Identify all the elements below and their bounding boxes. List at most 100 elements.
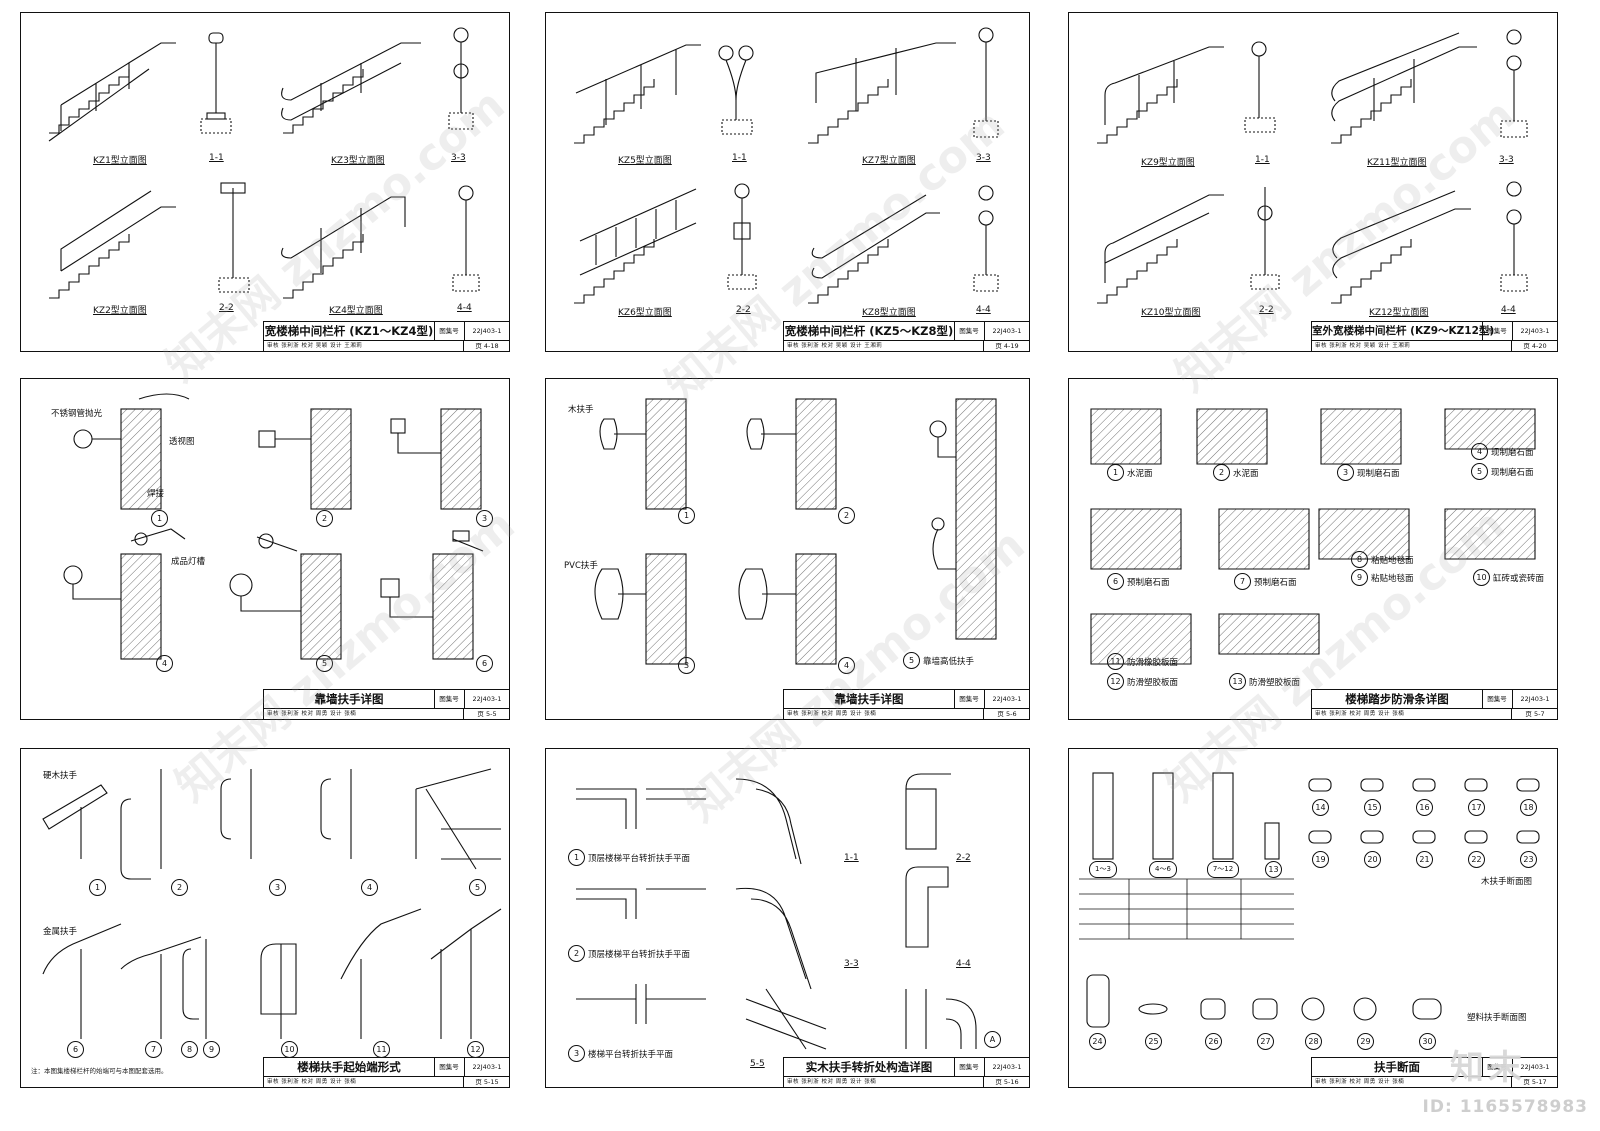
plan-marker-3: 3	[568, 1045, 585, 1062]
caption-kz7: KZ7型立面图	[862, 156, 916, 166]
title-block: 靠墙扶手详图 图集号 22J403-1 审核 张利浙 校对 周勇 设计 张楠 页…	[783, 689, 1030, 720]
step-marker-3: 3	[1337, 464, 1354, 481]
step-label-12: 防滑塑胶板面	[1127, 678, 1179, 688]
drawing-sheet-4-19: KZ5型立面图 1-1 KZ7型立面图 3-3 KZ6型立面图 2-2 KZ8型…	[545, 12, 1030, 352]
caption-kz10: KZ10型立面图	[1141, 308, 1201, 318]
sign-row: 审核 张利浙 校对 吴颖 设计 王湘莉	[1312, 340, 1512, 352]
title-block: 宽楼梯中间栏杆 (KZ1～KZ4型) 图集号 22J403-1 审核 张利浙 校…	[263, 321, 510, 352]
railing-drawings	[1097, 29, 1528, 304]
sign-row: 审核 张利浙 校对 吴颖 设计 王湘莉	[264, 340, 464, 352]
caption-4-4: 4-4	[976, 305, 991, 315]
brand-logo: 知末	[1450, 1048, 1526, 1088]
start-marker-4: 4	[361, 879, 378, 896]
atlas-code: 22J403-1	[984, 322, 1030, 341]
step-marker-1: 1	[1107, 464, 1124, 481]
caption-2-2: 2-2	[219, 303, 234, 313]
sheet-note: 注：本图集楼梯栏杆的始端可与本图配套选用。	[31, 1067, 168, 1075]
section-marker-29: 29	[1357, 1033, 1374, 1050]
step-label-8: 粘贴地毯面	[1371, 556, 1414, 566]
sign-row: 审核 张利浙 校对 周勇 设计 张楠	[1312, 708, 1512, 720]
caption-1-1: 1-1	[209, 153, 224, 163]
atlas-code: 22J403-1	[464, 322, 510, 341]
detail-marker-1: 1	[151, 510, 168, 527]
railing-drawings	[574, 27, 999, 304]
atlas-code: 22J403-1	[1512, 322, 1558, 341]
sign-row: 审核 张利浙 校对 周勇 设计 张楠	[784, 1076, 984, 1088]
caption-kz4: KZ4型立面图	[329, 306, 383, 316]
caption-kz9: KZ9型立面图	[1141, 158, 1195, 168]
label-weld: 焊接	[147, 489, 165, 499]
atlas-code: 22J403-1	[1512, 1058, 1558, 1077]
sheet-title: 靠墙扶手详图	[784, 690, 955, 709]
sheet-title: 楼梯踏步防滑条详图	[1312, 690, 1483, 709]
section-1-1: 1-1	[844, 853, 859, 863]
step-label-3: 现制磨石面	[1357, 469, 1400, 479]
detail-marker-a: A	[984, 1031, 1001, 1048]
atlas-code: 22J403-1	[464, 690, 510, 709]
drawing-sheet-5-17: 1～3 4～6 7～12 13 14 15 16 17 18 19 20 21 …	[1068, 748, 1558, 1088]
atlas-label: 图集号	[434, 322, 465, 341]
section-marker-30: 30	[1419, 1033, 1436, 1050]
caption-kz12: KZ12型立面图	[1369, 308, 1429, 318]
step-marker-11: 11	[1107, 653, 1124, 670]
page-number: 页 5-15	[475, 1078, 499, 1086]
image-id: ID: 1165578983	[1422, 1097, 1588, 1117]
atlas-code: 22J403-1	[464, 1058, 510, 1077]
label-perspective: 透视图	[169, 437, 195, 447]
range-marker-1-3: 1～3	[1089, 861, 1117, 878]
range-marker-4-6: 4～6	[1149, 861, 1177, 878]
section-marker-27: 27	[1257, 1033, 1274, 1050]
page-number: 页 4-19	[995, 342, 1019, 350]
step-marker-6: 6	[1107, 573, 1124, 590]
caption-kz3: KZ3型立面图	[331, 156, 385, 166]
detail-marker-5: 5	[316, 655, 333, 672]
section-marker-16: 16	[1416, 799, 1433, 816]
start-marker-1: 1	[89, 879, 106, 896]
drawing-sheet-4-20: KZ9型立面图 1-1 KZ11型立面图 3-3 KZ10型立面图 2-2 KZ…	[1068, 12, 1558, 352]
atlas-label: 图集号	[434, 1058, 465, 1077]
label-stainless: 不锈钢管抛光	[51, 409, 103, 419]
caption-kz1: KZ1型立面图	[93, 156, 147, 166]
page-number: 页 5-5	[477, 710, 497, 718]
caption-2-2: 2-2	[1259, 305, 1274, 315]
plastic-section-title: 塑料扶手断面图	[1467, 1013, 1527, 1023]
start-marker-9: 9	[203, 1041, 220, 1058]
section-marker-15: 15	[1364, 799, 1381, 816]
section-5-5: 5-5	[750, 1059, 765, 1069]
caption-kz11: KZ11型立面图	[1367, 158, 1427, 168]
detail-marker-4: 4	[156, 655, 173, 672]
atlas-code: 22J403-1	[984, 1058, 1030, 1077]
start-marker-11: 11	[373, 1041, 390, 1058]
section-marker-18: 18	[1520, 799, 1537, 816]
title-block: 扶手断面 图集号 22J403-1 审核 张利浙 校对 周勇 设计 张楠 页 5…	[1311, 1057, 1558, 1088]
caption-kz6: KZ6型立面图	[618, 308, 672, 318]
section-marker-24: 24	[1089, 1033, 1106, 1050]
label-lamp-slot: 成品灯槽	[171, 557, 206, 567]
detail-marker-2: 2	[316, 510, 333, 527]
page-number: 页 4-20	[1523, 342, 1547, 350]
step-marker-8: 8	[1351, 551, 1368, 568]
anti-slip-drawings	[1090, 408, 1536, 665]
section-3-3: 3-3	[844, 959, 859, 969]
section-marker-14: 14	[1312, 799, 1329, 816]
atlas-label: 图集号	[1482, 322, 1513, 341]
caption-3-3: 3-3	[976, 153, 991, 163]
detail-marker-3: 3	[476, 510, 493, 527]
step-label-11: 防滑橡胶板面	[1127, 658, 1179, 668]
caption-kz8: KZ8型立面图	[862, 308, 916, 318]
wall-handrail-drawings	[594, 398, 997, 665]
step-label-4: 现制磨石面	[1491, 448, 1534, 458]
atlas-label: 图集号	[1482, 1058, 1513, 1077]
sheet-title: 实木扶手转折处构造详图	[784, 1058, 955, 1077]
title-block: 靠墙扶手详图 图集号 22J403-1 审核 张利浙 校对 周勇 设计 张楠 页…	[263, 689, 510, 720]
atlas-code: 22J403-1	[1512, 690, 1558, 709]
step-label-5: 现制磨石面	[1491, 468, 1534, 478]
step-label-10: 缸砖或瓷砖面	[1493, 574, 1545, 584]
sheet-title: 扶手断面	[1312, 1058, 1483, 1077]
step-marker-7: 7	[1234, 573, 1251, 590]
section-marker-21: 21	[1416, 851, 1433, 868]
plan-label-1: 顶层楼梯平台转折扶手平面	[588, 854, 691, 864]
wall-handrail-drawings	[63, 393, 484, 660]
drawing-sheet-5-7: 1 水泥面 2 水泥面 3 现制磨石面 4 现制磨石面 5 现制磨石面 6 预制…	[1068, 378, 1558, 720]
sign-row: 审核 张利浙 校对 周勇 设计 张楠	[264, 708, 464, 720]
